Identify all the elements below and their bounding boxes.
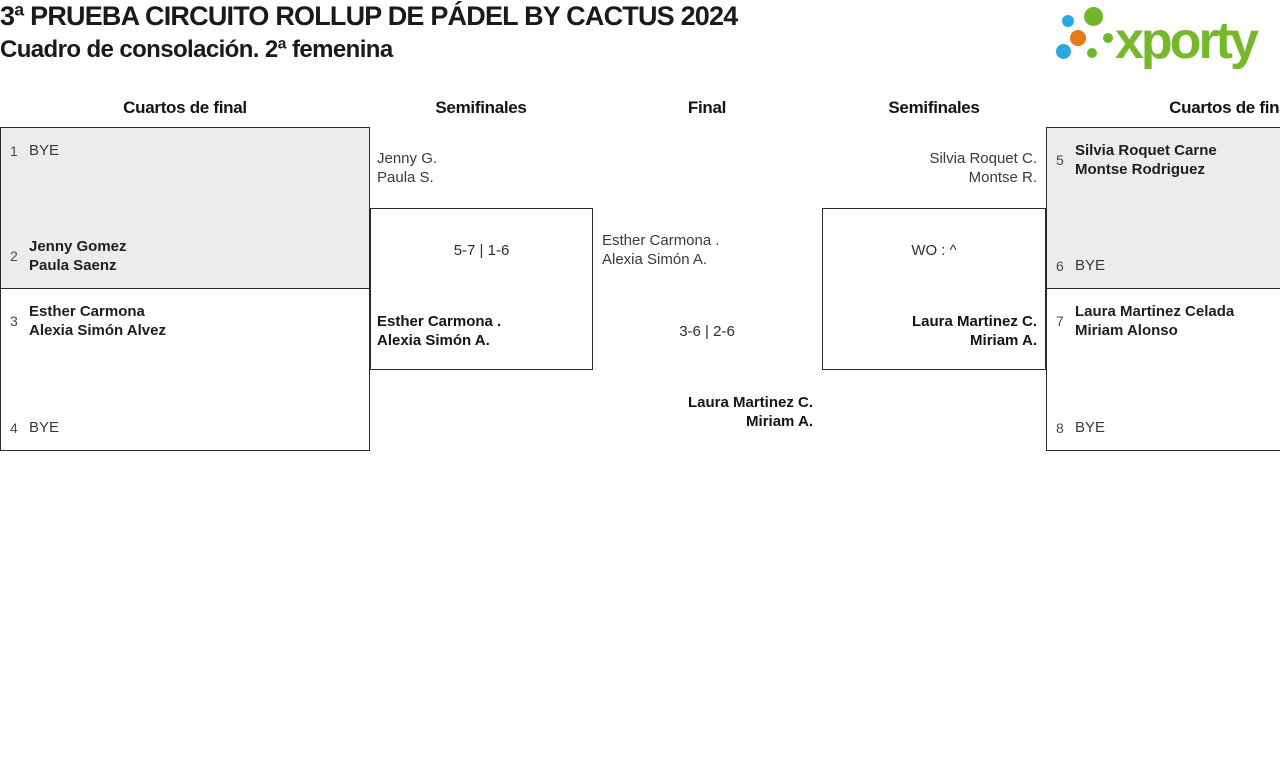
match-semifinal-right[interactable] bbox=[822, 208, 1046, 370]
team-name-line: Miriam A. bbox=[970, 332, 1037, 349]
team-names: Silvia Roquet Carne Montse Rodriguez bbox=[1075, 141, 1217, 179]
round-header-semifinals-right: Semifinales bbox=[888, 98, 980, 117]
round-header-quarterfinals-left: Cuartos de final bbox=[123, 98, 247, 117]
logo-dot-green-icon bbox=[1103, 33, 1113, 43]
sf-right-team2: Laura Martinez C. Miriam A. bbox=[818, 312, 1037, 350]
team-name-line: Silvia Roquet C. bbox=[929, 150, 1037, 167]
team-name-line: Silvia Roquet Carne bbox=[1075, 142, 1217, 159]
team-name-line: Laura Martinez C. bbox=[911, 313, 1037, 330]
team-name-line: Montse R. bbox=[968, 169, 1037, 186]
team-slot: 8 BYE bbox=[1055, 418, 1280, 437]
round-header-quarterfinals-right: Cuartos de final bbox=[1169, 98, 1280, 117]
team-slot: 4 BYE bbox=[9, 418, 361, 437]
match-semifinal-left[interactable] bbox=[370, 208, 593, 370]
team-name-line: Paula Saenz bbox=[29, 257, 117, 274]
page-subtitle: Cuadro de consolación. 2ª femenina bbox=[0, 36, 393, 63]
match-quarterfinal-2[interactable]: 3 Esther Carmona Alexia Simón Alvez 4 BY… bbox=[0, 288, 370, 451]
team-slot: 2 Jenny Gomez Paula Saenz bbox=[9, 237, 361, 275]
team-slot: 6 BYE bbox=[1055, 256, 1280, 275]
logo-dot-blue-icon bbox=[1056, 44, 1071, 59]
team-name-line: Miriam A. bbox=[746, 413, 813, 430]
logo-wordmark: xporty bbox=[1115, 12, 1259, 70]
team-names: BYE bbox=[1075, 257, 1106, 274]
xporty-logo[interactable]: xporty bbox=[1048, 4, 1276, 70]
team-name-line: Alexia Simón Alvez bbox=[29, 322, 166, 339]
final-team1: Esther Carmona . Alexia Simón A. bbox=[602, 231, 720, 269]
team-name-line: Miriam Alonso bbox=[1075, 322, 1178, 339]
team-names: Esther Carmona Alexia Simón Alvez bbox=[29, 302, 166, 340]
seed-number: 3 bbox=[10, 313, 18, 329]
sf-left-team2: Esther Carmona . Alexia Simón A. bbox=[377, 312, 501, 350]
round-header-semifinals-left: Semifinales bbox=[435, 98, 527, 117]
seed-number: 5 bbox=[1056, 152, 1064, 168]
seed-number: 1 bbox=[10, 142, 18, 159]
logo-dot-orange-icon bbox=[1070, 30, 1086, 46]
team-names: Jenny Gomez Paula Saenz bbox=[29, 237, 127, 275]
team-name-line: Esther Carmona bbox=[29, 303, 145, 320]
team-names: Laura Martinez Celada Miriam Alonso bbox=[1075, 302, 1234, 340]
match-quarterfinal-4[interactable]: 7 Laura Martinez Celada Miriam Alonso 8 … bbox=[1046, 288, 1280, 451]
seed-number: 7 bbox=[1056, 313, 1064, 329]
logo-dot-blue-icon bbox=[1062, 15, 1074, 27]
team-name-line: Alexia Simón A. bbox=[602, 251, 708, 268]
team-name-line: Esther Carmona . bbox=[377, 313, 502, 330]
team-slot: 1 BYE bbox=[9, 141, 361, 160]
match-quarterfinal-1[interactable]: 1 BYE 2 Jenny Gomez Paula Saenz bbox=[0, 127, 370, 289]
seed-number: 6 bbox=[1056, 257, 1064, 274]
match-quarterfinal-3[interactable]: 5 Silvia Roquet Carne Montse Rodriguez 6… bbox=[1046, 127, 1280, 289]
logo-dot-green-icon bbox=[1087, 48, 1097, 58]
team-names: BYE bbox=[1075, 419, 1106, 436]
round-header-final: Final bbox=[687, 98, 727, 117]
sf-left-team1: Jenny G. Paula S. bbox=[377, 149, 437, 187]
team-name-line: Alexia Simón A. bbox=[377, 332, 490, 349]
seed-number: 2 bbox=[10, 248, 18, 264]
match-score: 5-7 | 1-6 bbox=[453, 242, 510, 259]
seed-number: 4 bbox=[10, 419, 18, 436]
team-name-line: Laura Martinez Celada bbox=[1075, 303, 1235, 320]
team-slot: 5 Silvia Roquet Carne Montse Rodriguez bbox=[1055, 141, 1280, 179]
team-name-line: Jenny Gomez bbox=[29, 238, 127, 255]
final-team2: Laura Martinez C. Miriam A. bbox=[583, 393, 813, 431]
team-names: BYE bbox=[29, 142, 60, 159]
match-score: 3-6 | 2-6 bbox=[679, 323, 735, 340]
seed-number: 8 bbox=[1056, 419, 1064, 436]
team-name-line: Paula S. bbox=[377, 169, 434, 186]
page-title: 3ª PRUEBA CIRCUITO ROLLUP DE PÁDEL BY CA… bbox=[0, 1, 738, 31]
team-name-line: Esther Carmona . bbox=[602, 232, 720, 249]
team-slot: 7 Laura Martinez Celada Miriam Alonso bbox=[1055, 302, 1280, 340]
team-name-line: Jenny G. bbox=[377, 150, 438, 167]
team-name-line: Montse Rodriguez bbox=[1075, 161, 1205, 178]
sf-right-team1: Silvia Roquet C. Montse R. bbox=[818, 149, 1037, 187]
logo-dot-green-icon bbox=[1084, 7, 1103, 26]
team-name-line: Laura Martinez C. bbox=[687, 394, 813, 411]
match-score: WO : ^ bbox=[911, 242, 957, 259]
team-slot: 3 Esther Carmona Alexia Simón Alvez bbox=[9, 302, 361, 340]
team-names: BYE bbox=[29, 419, 60, 436]
